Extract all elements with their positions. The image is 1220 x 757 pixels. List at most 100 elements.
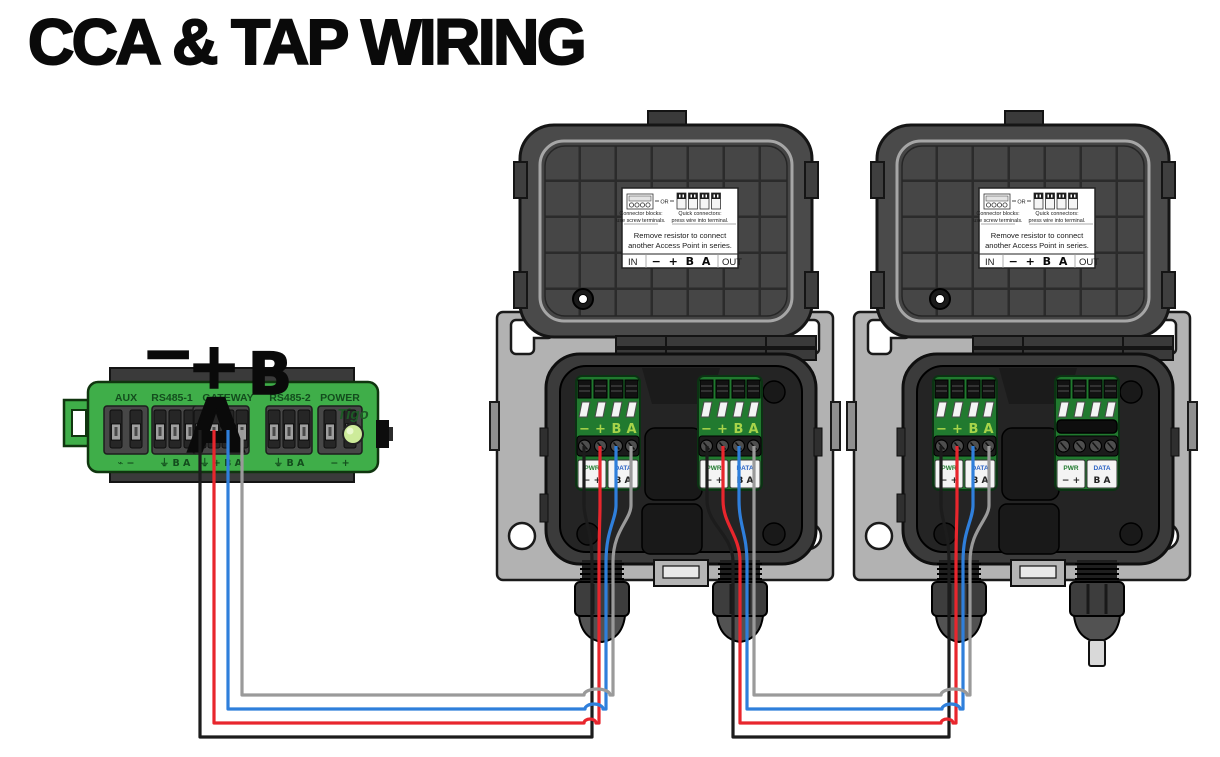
- tap-lid: OR Connector blocks: use screw terminals…: [870, 110, 1176, 339]
- pwr-pins: − +: [1062, 476, 1080, 486]
- gateway-pin-a: A: [187, 384, 244, 470]
- led-indicator: [342, 423, 364, 445]
- pwr-label: PWR: [1063, 465, 1078, 472]
- pins-rs485-2: ⏚ B A: [274, 458, 305, 469]
- label-note-1: Remove resistor to connect: [634, 231, 727, 240]
- label-or: OR: [1017, 200, 1025, 206]
- pwr-pins: − +: [583, 476, 601, 486]
- cable-gland-in: [574, 560, 630, 644]
- wire-blue-tap1-to-tap2: [737, 446, 975, 711]
- power-jack: [376, 420, 393, 448]
- pcb-pin-a: A: [626, 422, 636, 437]
- label-quick-connectors-sub: press wire into terminal.: [672, 218, 729, 224]
- pcb-pin-minus: −: [579, 422, 590, 437]
- pins-gateway: ⏚ + B A: [200, 458, 243, 469]
- quick-connector-icon: [1033, 192, 1078, 210]
- pcb-pin-minus: −: [936, 422, 947, 437]
- tap-lid: OR Connector blocks: use screw terminals…: [513, 110, 819, 339]
- data-pins: B A: [1094, 476, 1111, 486]
- port-label-power: POWER: [320, 392, 360, 404]
- pins-power: − +: [330, 458, 349, 469]
- tap-2: OR Connector blocks: use screw terminals…: [846, 110, 1198, 667]
- center-compartment: [644, 427, 703, 501]
- gateway-pin-plus: +: [187, 330, 241, 404]
- label-out: OUT: [722, 257, 742, 268]
- wire-gray-tap1-to-tap2: [752, 446, 991, 697]
- pcb-pin-plus: +: [952, 422, 963, 437]
- data-label: DATA: [971, 465, 988, 472]
- wire-red-tap1-to-tap2: [721, 446, 959, 725]
- quick-connector-icon: [676, 192, 721, 210]
- label-connector-blocks: Connector blocks:: [976, 211, 1019, 217]
- lower-compartment: [641, 503, 703, 555]
- label-pins: − + B A: [1009, 255, 1070, 268]
- pcb-pin-b: B: [969, 422, 979, 437]
- label-out: OUT: [1079, 257, 1099, 268]
- wire-black-cca-to-tap1: [198, 430, 594, 739]
- pcb-pin-a: A: [983, 422, 993, 437]
- label-or: OR: [660, 200, 668, 206]
- wire-blue-cca-to-tap1: [226, 430, 618, 711]
- pcb-pin-b: B: [612, 422, 622, 437]
- gateway-pin-b: B: [248, 340, 292, 408]
- lower-compartment: [998, 503, 1060, 555]
- port-label-rs485-2: RS485-2: [269, 392, 311, 404]
- pcb-pin-minus: −: [701, 422, 712, 437]
- pwr-label: PWR: [584, 465, 599, 472]
- label-connector-blocks-sub: use screw terminals.: [973, 218, 1022, 224]
- tap-1: OR Connector blocks: use screw terminals…: [489, 110, 841, 644]
- pwr-label: PWR: [706, 465, 721, 472]
- label-connector-blocks: Connector blocks:: [619, 211, 662, 217]
- port-label-rs485-1: RS485-1: [151, 392, 193, 404]
- label-note-2: another Access Point in series.: [628, 241, 732, 250]
- pcb-pin-plus: +: [717, 422, 728, 437]
- label-connector-blocks-sub: use screw terminals.: [616, 218, 665, 224]
- label-quick-connectors: Quick connectors:: [678, 211, 721, 217]
- termination-plug: [1088, 639, 1106, 667]
- label-quick-connectors: Quick connectors:: [1035, 211, 1078, 217]
- termination-resistor: [1056, 419, 1118, 434]
- pwr-pins: − +: [705, 476, 723, 486]
- pcb-pin-plus: +: [595, 422, 606, 437]
- data-label: DATA: [614, 465, 631, 472]
- label-note-1: Remove resistor to connect: [991, 231, 1084, 240]
- tigo-logo: Tigo: [337, 406, 368, 423]
- data-pins: B A: [615, 476, 632, 486]
- pins-aux: ⌁ −: [118, 458, 135, 469]
- connector-block-icon: [983, 193, 1011, 210]
- bracket-hole: [507, 521, 537, 551]
- wiring: [198, 430, 991, 739]
- pcb-pin-a: A: [748, 422, 758, 437]
- lid-instruction-label: OR Connector blocks: use screw terminals…: [616, 187, 742, 269]
- page-title: CCA & TAP WIRING: [28, 6, 584, 78]
- cable-gland-out-plugged: [1069, 560, 1125, 667]
- label-pins: − + B A: [652, 255, 713, 268]
- wire-gray-cca-to-tap1: [240, 430, 633, 697]
- cca-device: AUX RS485-1 GATEWAY RS485-2 POWER ⌁ − ⏚ …: [62, 316, 393, 483]
- base-clasp: [653, 559, 709, 587]
- tap-base: − + B A PWR − + DATA B A − + B A: [539, 352, 823, 566]
- wire-red-cca-to-tap1: [212, 430, 602, 725]
- label-in: IN: [628, 257, 638, 268]
- terminal-block-out: − + B A PWR − + DATA B A: [697, 375, 763, 491]
- tap-base: − + B A PWR − + DATA B A PWR − +: [896, 352, 1180, 566]
- pcb-pin-b: B: [734, 422, 744, 437]
- led-highlight: [346, 427, 354, 435]
- port-label-aux: AUX: [115, 392, 137, 404]
- data-label: DATA: [736, 465, 753, 472]
- lid-instruction-label: OR Connector blocks: use screw terminals…: [973, 187, 1099, 269]
- label-quick-connectors-sub: press wire into terminal.: [1029, 218, 1086, 224]
- port-label-gateway: GATEWAY: [202, 392, 253, 404]
- wire-black-tap1-to-tap2: [705, 446, 951, 739]
- label-note-2: another Access Point in series.: [985, 241, 1089, 250]
- bracket-hole: [864, 521, 894, 551]
- data-pins: B A: [972, 476, 989, 486]
- base-clasp: [1010, 559, 1066, 587]
- cable-gland-in: [931, 560, 987, 644]
- terminal-block-out-terminated: PWR − + DATA B A: [1054, 375, 1120, 491]
- pins-rs485-1: ⏚ B A: [160, 458, 191, 469]
- gateway-pin-minus: −: [141, 317, 195, 391]
- data-label: DATA: [1093, 465, 1110, 472]
- label-in: IN: [985, 257, 995, 268]
- center-compartment: [1001, 427, 1060, 501]
